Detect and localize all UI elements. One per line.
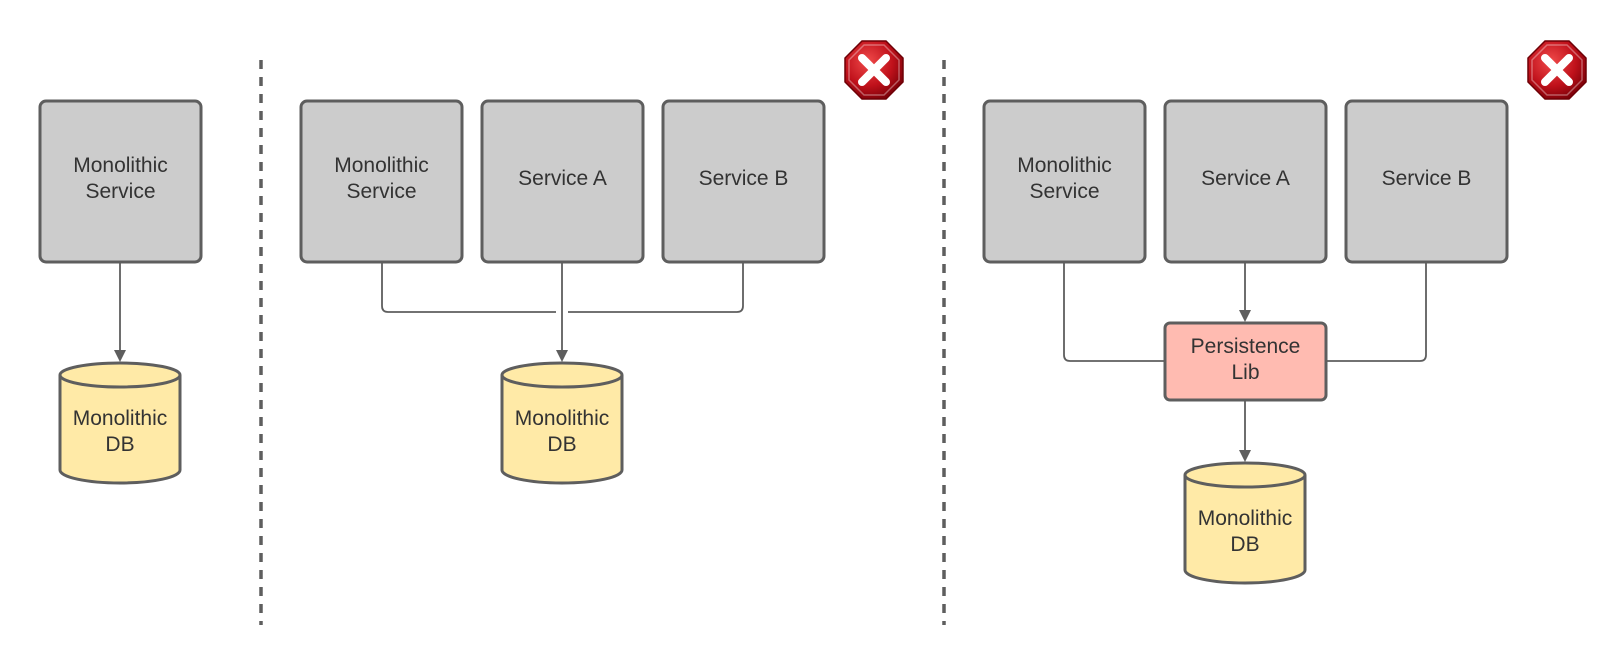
- db-label-line2: DB: [105, 433, 134, 456]
- service-label-line2: Service: [1029, 180, 1099, 203]
- monolithic-db-cylinder: Monolithic DB: [58, 361, 182, 485]
- panel-persistence-lib: Monolithic Service Service A Service B P…: [982, 40, 1587, 585]
- service-b-box: Service B: [1344, 99, 1509, 264]
- library-label-line2: Lib: [1231, 361, 1259, 384]
- service-label: Service A: [518, 167, 607, 190]
- db-label-line2: DB: [1230, 533, 1259, 556]
- monolithic-service-box: Monolithic Service: [299, 99, 464, 264]
- monolithic-service-box: Monolithic Service: [38, 99, 203, 264]
- monolithic-db-cylinder: Monolithic DB: [500, 361, 624, 485]
- panel-monolith: Monolithic Service Monolithic DB: [38, 99, 203, 485]
- service-label: Service A: [1201, 167, 1290, 190]
- persistence-lib-box: Persistence Lib: [1163, 321, 1328, 402]
- db-label-line2: DB: [547, 433, 576, 456]
- service-label-line1: Monolithic: [73, 154, 168, 177]
- monolithic-db-cylinder: Monolithic DB: [1183, 461, 1307, 585]
- service-label: Service B: [1382, 167, 1472, 190]
- service-b-box: Service B: [661, 99, 826, 264]
- monolithic-service-box: Monolithic Service: [982, 99, 1147, 264]
- db-label-line1: Monolithic: [1198, 507, 1293, 530]
- service-label-line1: Monolithic: [1017, 154, 1112, 177]
- db-label-line1: Monolithic: [515, 407, 610, 430]
- service-label-line2: Service: [85, 180, 155, 203]
- service-a-box: Service A: [1163, 99, 1328, 264]
- library-label-line1: Persistence: [1191, 335, 1301, 358]
- service-a-box: Service A: [480, 99, 645, 264]
- close-icon: [844, 40, 904, 100]
- close-icon: [1527, 40, 1587, 100]
- service-label-line1: Monolithic: [334, 154, 429, 177]
- connector-lines: [381, 262, 744, 362]
- db-label-line1: Monolithic: [73, 407, 168, 430]
- connector-lines: [1063, 262, 1427, 462]
- service-label-line2: Service: [346, 180, 416, 203]
- service-label: Service B: [699, 167, 789, 190]
- panel-shared-database: Monolithic Service Service A Service B M…: [299, 40, 904, 485]
